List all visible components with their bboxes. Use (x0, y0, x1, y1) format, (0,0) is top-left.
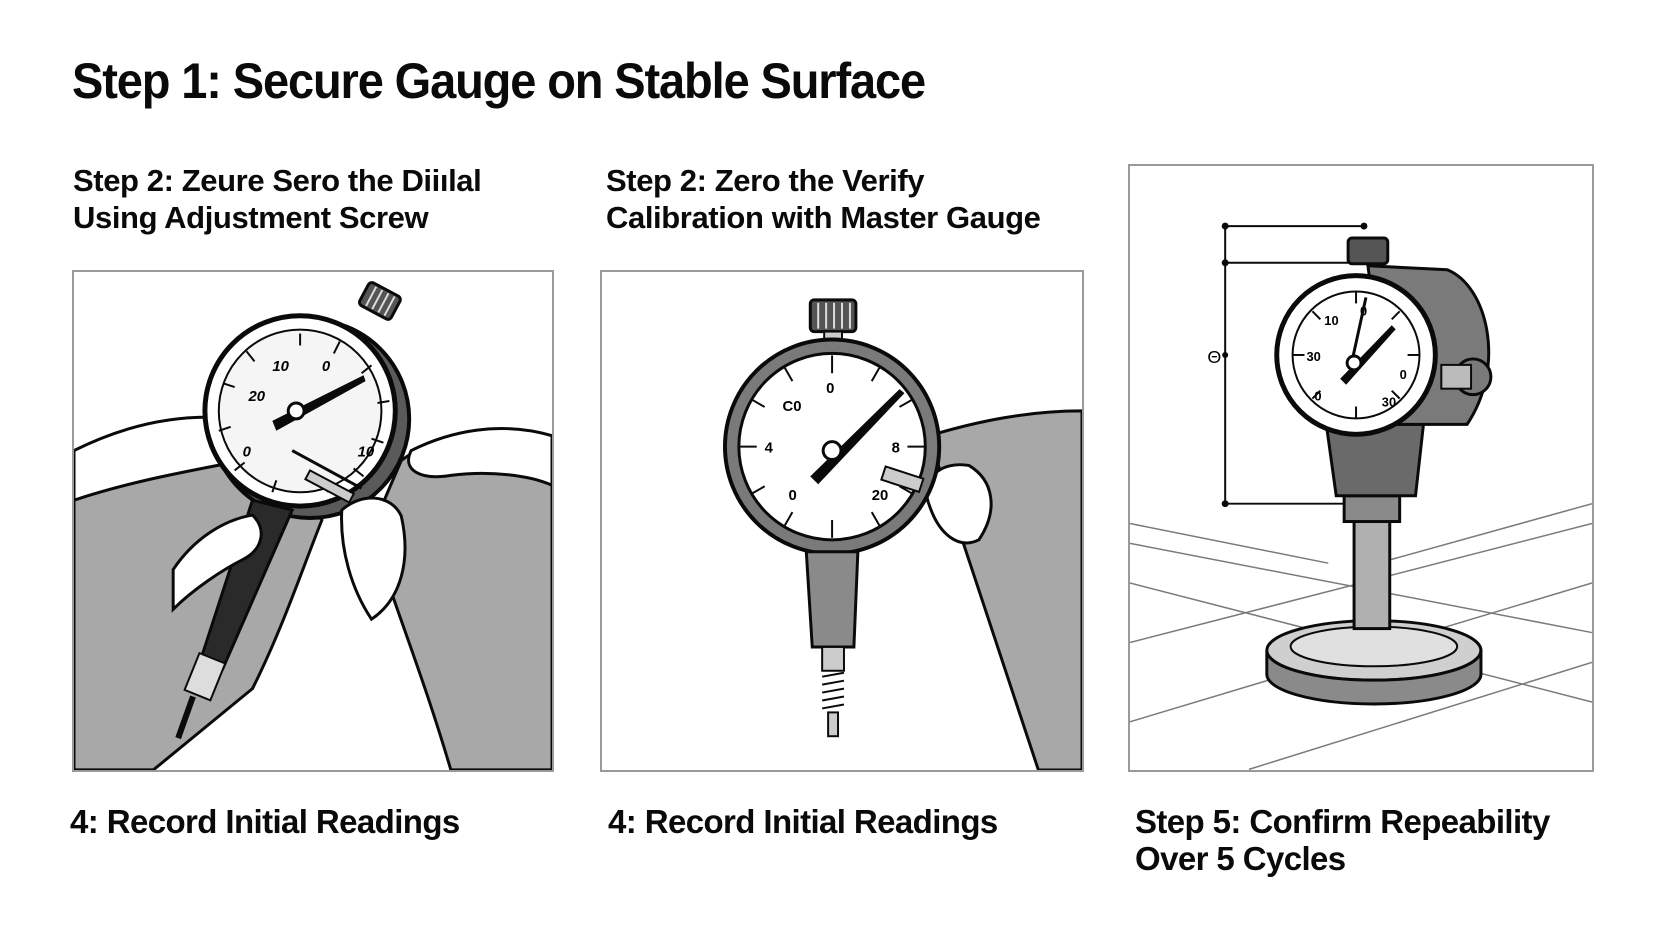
gauge-on-stand-icon: Θ 10 0 30 0 0 30 (1130, 222, 1592, 770)
panel-1-caption: 4: Record Initial Readings (70, 803, 460, 840)
panel-3-caption: Step 5: Confirm Repeability Over 5 Cycle… (1135, 803, 1550, 877)
dial-label: C0 (782, 399, 801, 415)
dial-label: 10 (272, 359, 289, 375)
dial-label: 4 (765, 441, 774, 457)
panel-1-illustration: 10 0 20 0 10 (72, 270, 554, 772)
panel-1-heading-line1: Step 2: Zeure Sero the Diiılal (73, 163, 482, 198)
dial-label: 10 (358, 445, 375, 461)
panel-3-illustration: Θ 10 0 30 0 0 30 (1128, 164, 1594, 772)
dial-label: 30 (1382, 395, 1396, 410)
panel-3-caption-line2: Over 5 Cycles (1135, 840, 1346, 877)
panel-2-heading: Step 2: Zero the Verify Calibration with… (606, 162, 1041, 236)
panel-2-caption-line1: 4: Record Initial Readings (608, 803, 998, 840)
panel-2-heading-line2: Calibration with Master Gauge (606, 200, 1041, 235)
panel-2-heading-line1: Step 2: Zero the Verify (606, 163, 925, 198)
dial-label: 0 (1400, 367, 1407, 382)
dial-label: 0 (322, 359, 331, 375)
page-title: Step 1: Secure Gauge on Stable Surface (72, 53, 926, 109)
panel-1-caption-line1: 4: Record Initial Readings (70, 803, 460, 840)
hand-holding-gauge-icon: 0 C0 4 8 0 20 (722, 298, 1082, 770)
hands-adjusting-gauge-icon: 10 0 20 0 10 (74, 281, 552, 770)
panel-1-heading-line2: Using Adjustment Screw (73, 200, 429, 235)
dial-label: 20 (872, 488, 889, 504)
dial-label: 20 (248, 389, 266, 405)
panel-2-caption: 4: Record Initial Readings (608, 803, 998, 840)
panel-1-heading: Step 2: Zeure Sero the Diiılal Using Adj… (73, 162, 482, 236)
dial-label: 0 (826, 381, 834, 397)
dial-label: 0 (243, 445, 252, 461)
dial-label: 0 (788, 488, 796, 504)
dial-label: 8 (892, 441, 900, 457)
dimension-label: Θ (1207, 347, 1221, 367)
dial-label: 30 (1306, 349, 1320, 364)
panel-2-illustration: 0 C0 4 8 0 20 (600, 270, 1084, 772)
dial-label: 0 (1314, 389, 1321, 404)
dial-label: 10 (1324, 313, 1338, 328)
panel-3-caption-line1: Step 5: Confirm Repeability (1135, 803, 1550, 840)
